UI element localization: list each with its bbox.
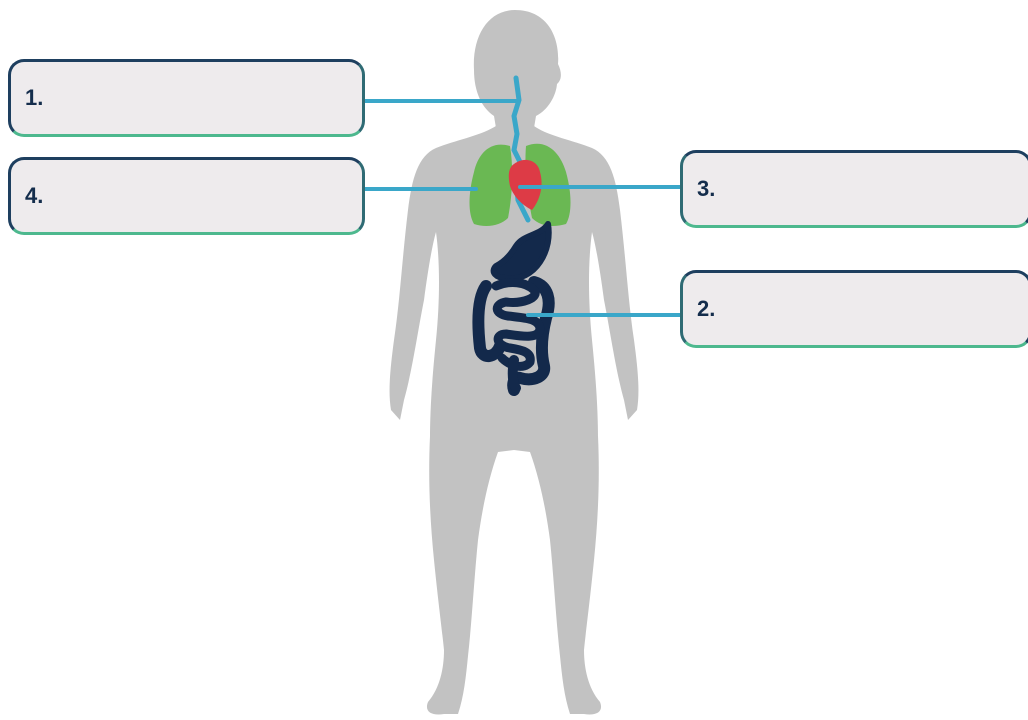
label-number-1: 1. <box>25 85 43 111</box>
rectum <box>513 360 516 388</box>
legs <box>427 436 601 715</box>
label-box-1[interactable]: 1. <box>8 59 365 137</box>
label-box-3[interactable]: 3. <box>680 150 1028 228</box>
label-box-2[interactable]: 2. <box>680 270 1028 348</box>
label-number-4: 4. <box>25 183 43 209</box>
label-number-2: 2. <box>697 296 715 322</box>
label-box-4[interactable]: 4. <box>8 157 365 235</box>
label-number-3: 3. <box>697 176 715 202</box>
